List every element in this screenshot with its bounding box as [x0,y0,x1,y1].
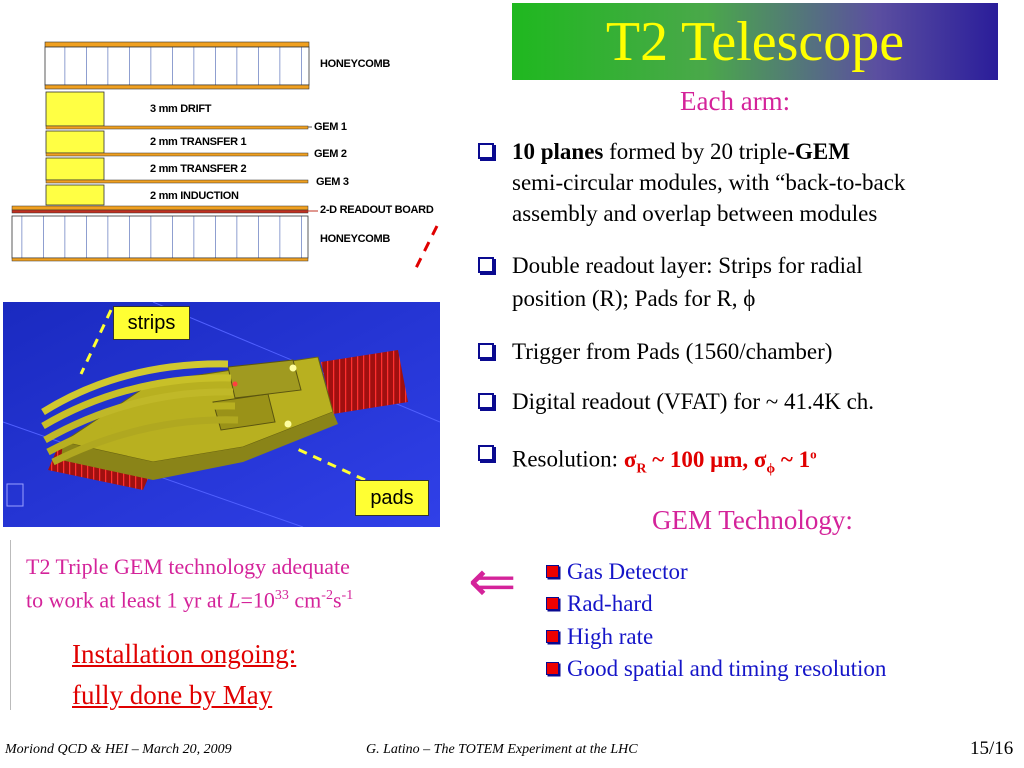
label-readout-board: 2-D READOUT BOARD [320,204,434,216]
gem2-foil [45,152,309,157]
honeycomb-top-skin [44,84,310,90]
page-number: 15/16 [970,738,1014,759]
honeycomb-top-skin [44,41,310,48]
label-honeycomb-bottom: HONEYCOMB [320,233,391,245]
honeycomb-bottom-skin [11,257,309,262]
gem-item: High rate [546,624,653,650]
bullet-line: 10 planes formed by 20 triple-GEM [512,139,850,164]
bullet-checkbox-icon [546,630,559,643]
gem-item: Good spatial and timing resolution [546,656,886,682]
bullet-line: Double readout layer: Strips for radial [512,253,863,278]
title-banner: T2 Telescope [512,3,998,80]
gem1-foil [45,125,309,130]
gem3-foil [45,179,309,184]
pads-callout: pads [355,480,429,516]
honeycomb-top [44,46,310,86]
readout-board [11,205,309,211]
gem-item: Rad-hard [546,591,653,617]
footer-author: G. Latino – The TOTEM Experiment at the … [366,742,638,757]
label-induction: 2 mm INDUCTION [150,190,239,202]
label-gem3: GEM 3 [316,176,349,188]
bullet-line: Resolution: σR ~ 100 μm, σϕ ~ 1o [512,446,817,477]
dashed-arrow [413,225,439,270]
transfer1-gap [45,130,105,154]
gem-lifetime-note: T2 Triple GEM technology adequate to wor… [26,554,354,613]
induction-gap [45,184,105,206]
label-honeycomb-top: HONEYCOMB [320,58,391,70]
bullet-checkbox-icon [478,445,494,461]
bullet-line: assembly and overlap between modules [512,201,878,226]
bullet-checkbox-icon [546,565,559,578]
bullet-checkbox-icon [546,597,559,610]
honeycomb-bottom [11,215,309,259]
footer-conference: Moriond QCD & HEI – March 20, 2009 [5,742,232,757]
left-double-arrow-icon: ⇐ [468,547,517,615]
bullet-checkbox-icon [478,143,494,159]
bullet-checkbox-icon [478,343,494,359]
gem-item: Gas Detector [546,559,688,585]
bullet-line: semi-circular modules, with “back-to-bac… [512,170,906,195]
slide-title: T2 Telescope [605,10,905,73]
label-drift: 3 mm DRIFT [150,103,212,115]
label-transfer1: 2 mm TRANSFER 1 [150,136,247,148]
gem-technology-heading: GEM Technology: [652,505,853,535]
divider [10,540,11,710]
label-gem2: GEM 2 [314,148,347,160]
detector-rendering-image: strips pads [3,302,440,527]
bullet-line: Trigger from Pads (1560/chamber) [512,339,833,364]
label-gem1: GEM 1 [314,121,347,133]
bullet-line: position (R); Pads for R, ϕ [512,286,756,311]
bullet-checkbox-icon [546,662,559,675]
bullet-checkbox-icon [478,257,494,273]
section-subtitle-each-arm: Each arm: [680,86,791,116]
bullet-checkbox-icon [478,393,494,409]
bullet-line: Digital readout (VFAT) for ~ 41.4K ch. [512,389,875,414]
installation-status: Installation ongoing: fully done by May [72,639,297,710]
transfer2-gap [45,157,105,181]
readout-board [11,209,309,214]
drift-gap [45,91,105,127]
strips-callout: strips [113,306,190,340]
gem-layer-diagram [11,41,439,270]
label-transfer2: 2 mm TRANSFER 2 [150,163,247,175]
